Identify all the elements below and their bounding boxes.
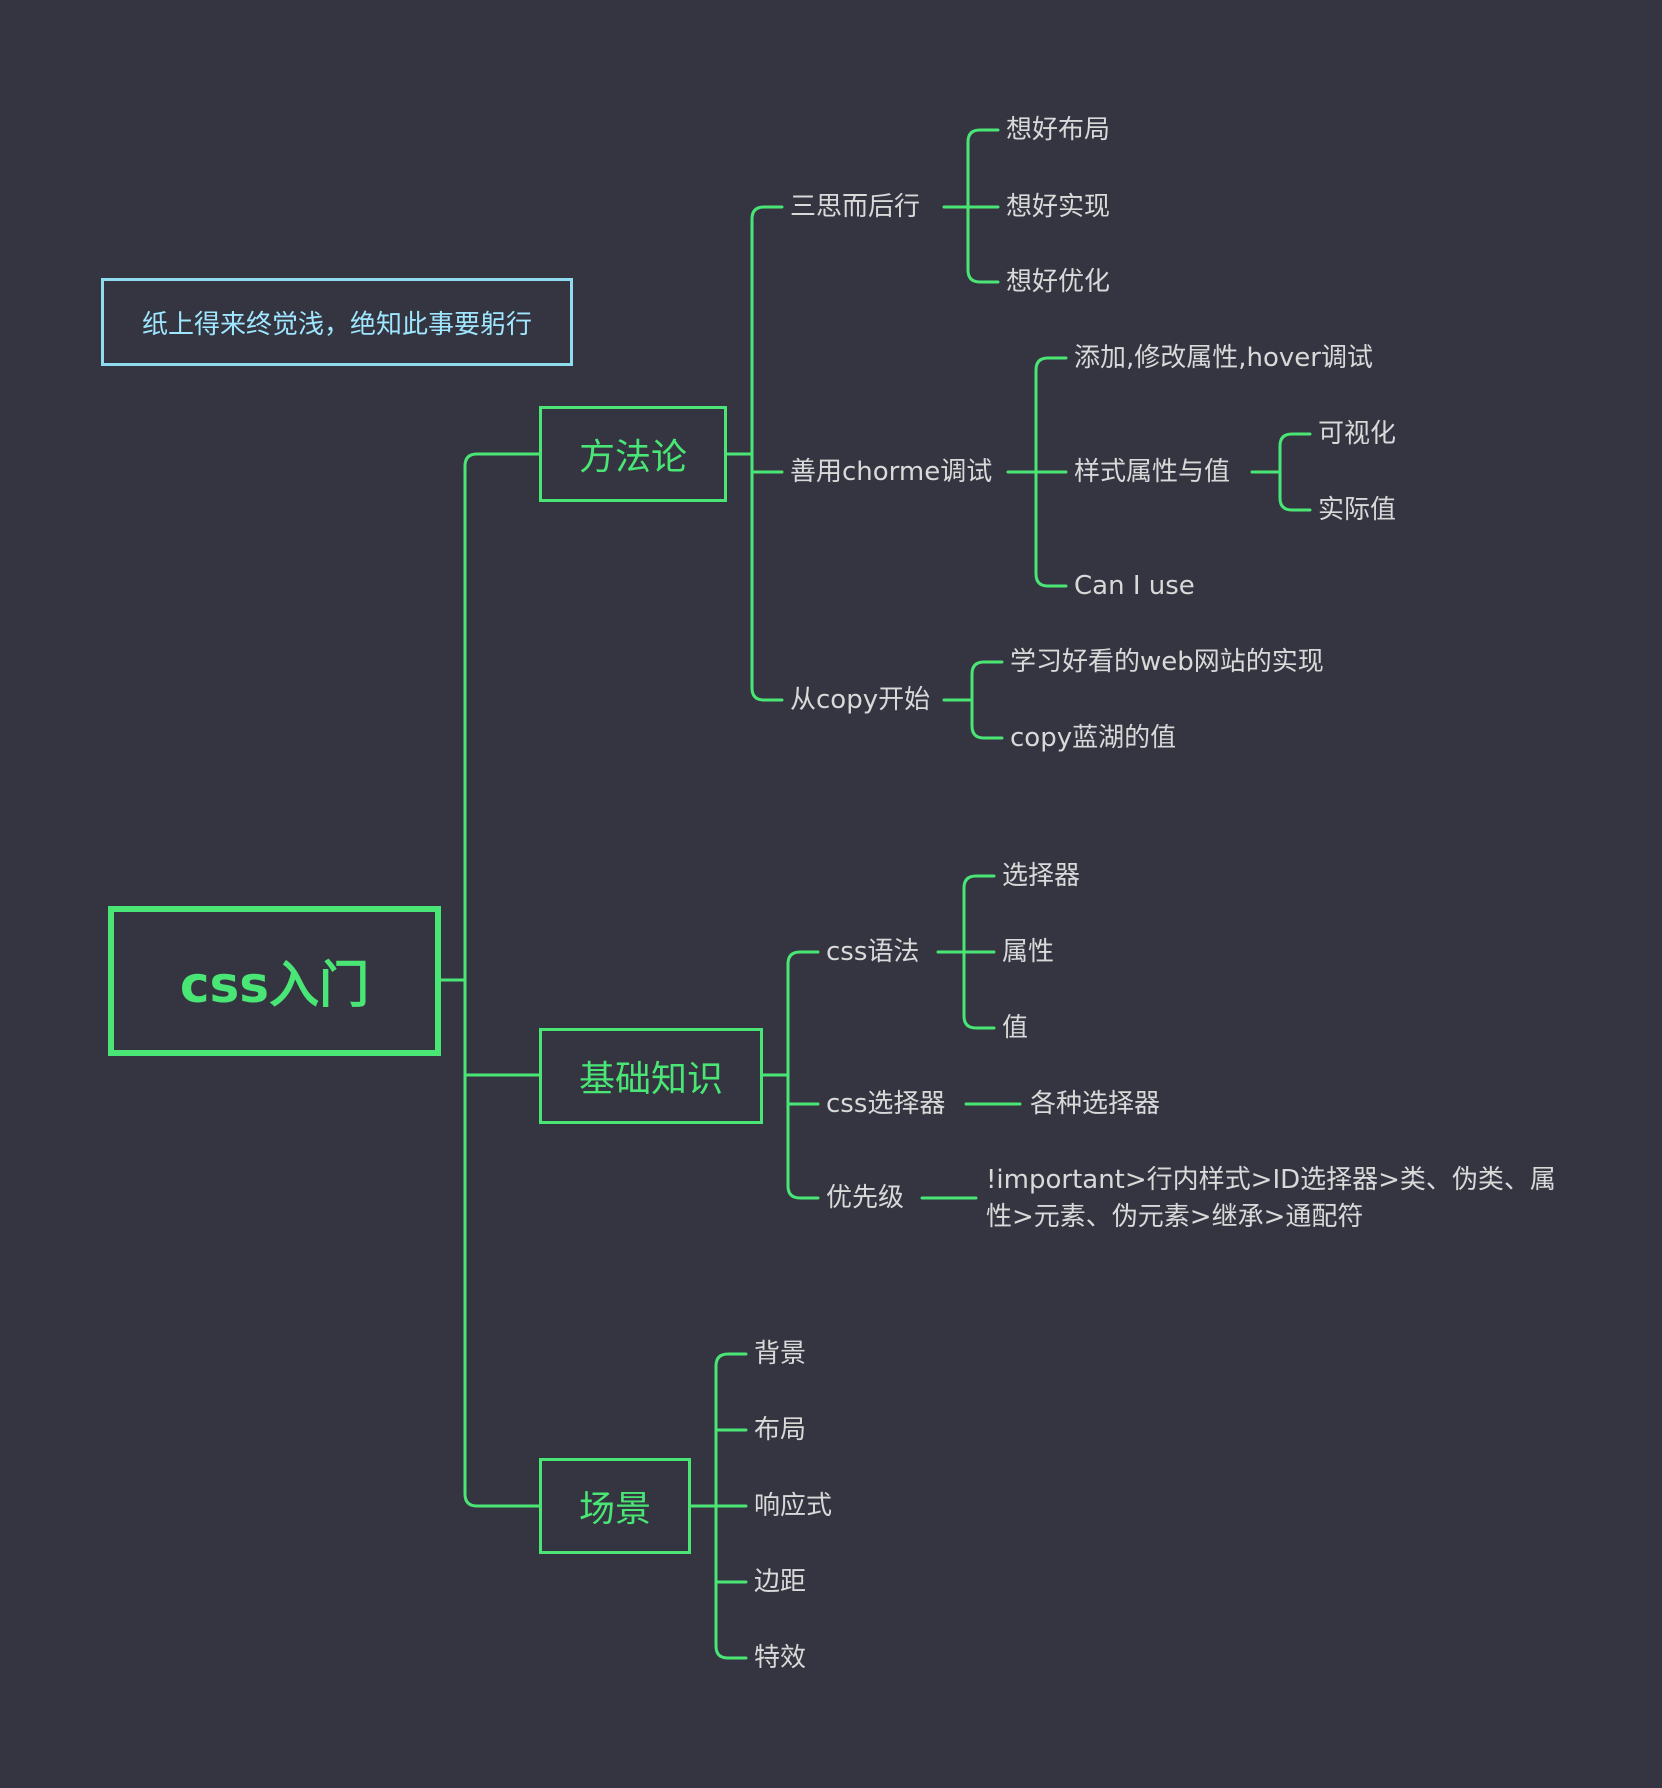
- root-branches-child-2: [463, 978, 541, 1508]
- node-syntax-selector[interactable]: 选择器: [1002, 861, 1081, 891]
- branch-method-label: 方法论: [578, 437, 687, 478]
- branch-scenes-label: 场景: [578, 1489, 651, 1530]
- node-syntax-value[interactable]: 值: [1002, 1013, 1029, 1043]
- method-children-child-0: [750, 205, 784, 456]
- branch-scenes[interactable]: 场景: [539, 1458, 691, 1554]
- think-children-child-0: [966, 128, 1000, 209]
- node-chrome[interactable]: 善用chorme调试: [790, 457, 993, 487]
- copy-children-child-0: [970, 660, 1004, 702]
- node-chrome-style[interactable]: 样式属性与值: [1074, 457, 1231, 487]
- node-think-optimize[interactable]: 想好优化: [1006, 267, 1111, 297]
- syntax-children-child-0: [962, 874, 996, 954]
- root-label: css入门: [179, 956, 370, 1014]
- node-priority[interactable]: 优先级: [826, 1183, 905, 1213]
- node-scene-background[interactable]: 背景: [754, 1339, 807, 1369]
- node-selectors-all[interactable]: 各种选择器: [1030, 1089, 1161, 1119]
- root-branches-child-0: [463, 452, 541, 982]
- quote-box[interactable]: 纸上得来终觉浅，绝知此事要躬行: [101, 278, 573, 366]
- node-selectors[interactable]: css选择器: [826, 1089, 946, 1119]
- method-children-child-2: [750, 452, 784, 702]
- node-syntax[interactable]: css语法: [826, 937, 920, 967]
- node-style-visual[interactable]: 可视化: [1318, 419, 1397, 449]
- branch-method[interactable]: 方法论: [539, 406, 727, 502]
- node-scene-effects[interactable]: 特效: [754, 1643, 807, 1673]
- node-chrome-edit[interactable]: 添加,修改属性,hover调试: [1074, 343, 1373, 373]
- node-copy-lanhu[interactable]: copy蓝湖的值: [1010, 723, 1177, 753]
- node-copy-web[interactable]: 学习好看的web网站的实现: [1010, 647, 1324, 677]
- node-think-layout[interactable]: 想好布局: [1006, 115, 1111, 145]
- node-think[interactable]: 三思而后行: [790, 192, 921, 222]
- node-style-actual[interactable]: 实际值: [1318, 495, 1397, 525]
- think-children-child-2: [966, 205, 1000, 284]
- syntax-children-child-2: [962, 950, 996, 1030]
- node-scene-layout[interactable]: 布局: [754, 1415, 807, 1445]
- node-priority-order[interactable]: !important>行内样式>ID选择器>类、伪类、属性>元素、伪元素>继承>…: [986, 1165, 1556, 1232]
- node-caniuse[interactable]: Can I use: [1074, 571, 1195, 601]
- node-scene-responsive[interactable]: 响应式: [754, 1491, 833, 1521]
- root-node[interactable]: css入门: [108, 906, 441, 1056]
- scenes-children-child-4: [714, 1504, 748, 1660]
- node-copy[interactable]: 从copy开始: [790, 685, 931, 715]
- node-syntax-property[interactable]: 属性: [1002, 937, 1055, 967]
- basics-children-child-0: [786, 950, 820, 1077]
- chrome-children-child-2: [1034, 470, 1068, 588]
- node-scene-margin[interactable]: 边距: [754, 1567, 807, 1597]
- scenes-children-child-0: [714, 1352, 748, 1508]
- branch-basics[interactable]: 基础知识: [539, 1028, 763, 1124]
- copy-children-child-1: [970, 698, 1004, 740]
- style-children-child-1: [1278, 470, 1312, 512]
- node-think-impl[interactable]: 想好实现: [1006, 192, 1111, 222]
- chrome-children-child-0: [1034, 356, 1068, 474]
- quote-text: 纸上得来终觉浅，绝知此事要躬行: [141, 309, 532, 340]
- style-children-child-0: [1278, 432, 1312, 474]
- basics-children-child-2: [786, 1073, 820, 1200]
- branch-basics-label: 基础知识: [578, 1059, 723, 1100]
